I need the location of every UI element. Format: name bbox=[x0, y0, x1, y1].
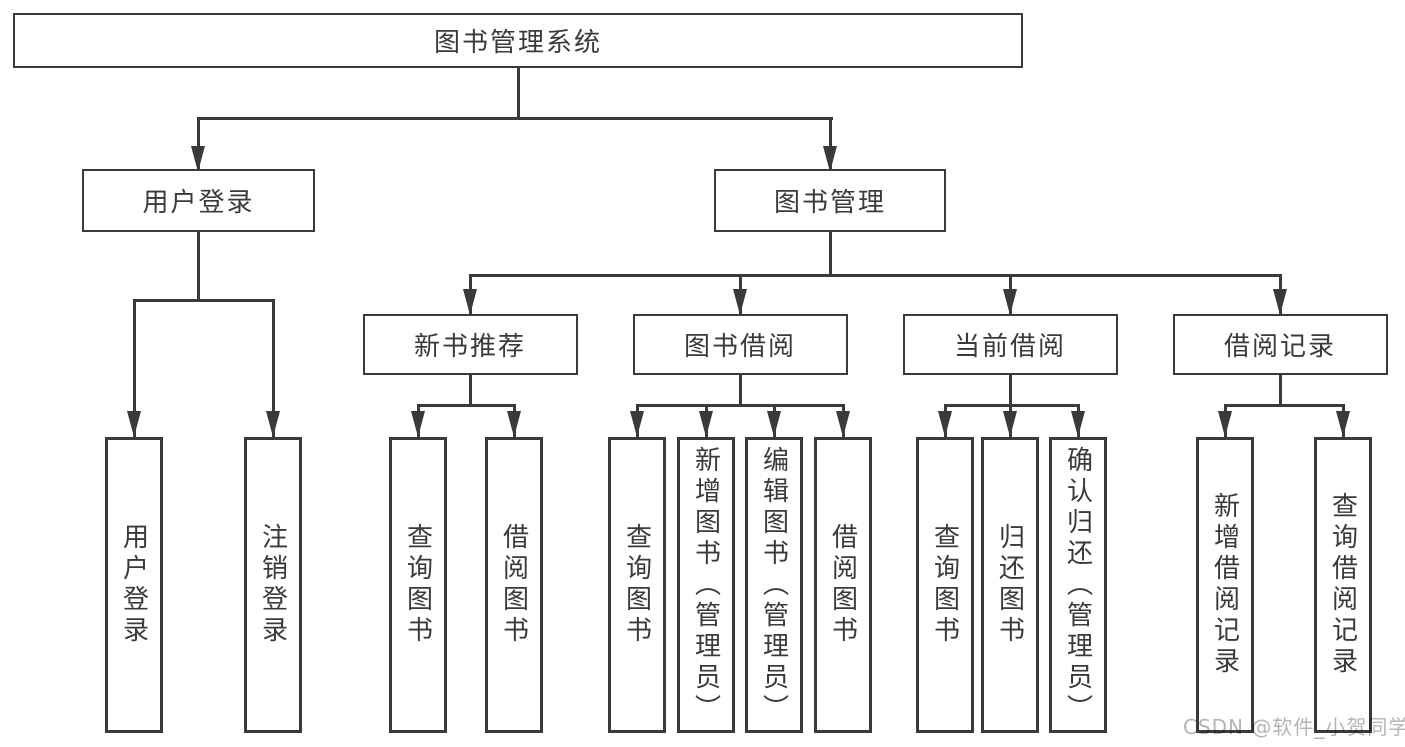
arrowhead-icon bbox=[1003, 289, 1017, 315]
leaf-return-books: 归还图书 bbox=[981, 437, 1039, 733]
connector-line bbox=[271, 298, 275, 437]
arrowhead-icon bbox=[836, 411, 850, 437]
node-new-book-recommendation: 新书推荐 bbox=[362, 314, 578, 375]
node-current-borrowing: 当前借阅 bbox=[902, 314, 1118, 375]
leaf-query-books-current: 查询图书 bbox=[916, 437, 974, 733]
connector-line bbox=[416, 403, 516, 407]
leaf-query-borrow-record: 查询借阅记录 bbox=[1314, 437, 1372, 733]
connector-line bbox=[196, 230, 200, 300]
leaf-logout: 注销登录 bbox=[244, 437, 302, 733]
arrowhead-icon bbox=[127, 411, 141, 437]
connector-line bbox=[516, 66, 520, 119]
connector-line bbox=[196, 117, 833, 120]
connector-line bbox=[1278, 373, 1282, 406]
arrowhead-icon bbox=[733, 289, 747, 315]
watermark: CSDN @软件_小贺同学 bbox=[1183, 715, 1405, 739]
leaf-borrow-books-recommend: 借阅图书 bbox=[485, 437, 543, 733]
arrowhead-icon bbox=[1003, 411, 1017, 437]
connector-line bbox=[468, 373, 472, 406]
connector-line bbox=[828, 230, 832, 275]
connector-line bbox=[1008, 373, 1012, 406]
leaf-add-borrow-record: 新增借阅记录 bbox=[1196, 437, 1254, 733]
arrowhead-icon bbox=[507, 411, 521, 437]
leaf-query-books-recommend: 查询图书 bbox=[389, 437, 447, 733]
connector-line bbox=[1223, 403, 1345, 407]
connector-line bbox=[943, 403, 1080, 407]
leaf-confirm-return-admin: 确认归还（管理员） bbox=[1049, 437, 1107, 733]
connector-line bbox=[196, 117, 200, 172]
connector-line bbox=[738, 373, 742, 406]
arrowhead-icon bbox=[411, 411, 425, 437]
arrowhead-icon bbox=[823, 146, 837, 172]
connector-line bbox=[132, 298, 136, 437]
leaf-add-books-admin: 新增图书（管理员） bbox=[677, 437, 735, 733]
connector-line bbox=[132, 298, 275, 302]
node-book-management: 图书管理 bbox=[714, 169, 946, 232]
arrowhead-icon bbox=[463, 289, 477, 315]
node-borrowing-records: 借阅记录 bbox=[1172, 314, 1388, 375]
arrowhead-icon bbox=[1273, 289, 1287, 315]
node-user-login: 用户登录 bbox=[82, 169, 315, 232]
connector-line bbox=[468, 273, 1282, 277]
leaf-edit-books-admin: 编辑图书（管理员） bbox=[745, 437, 803, 733]
arrowhead-icon bbox=[191, 146, 205, 172]
connector-line bbox=[828, 117, 832, 172]
leaf-borrow-books: 借阅图书 bbox=[814, 437, 872, 733]
connector-line bbox=[635, 403, 845, 407]
arrowhead-icon bbox=[630, 411, 644, 437]
arrowhead-icon bbox=[767, 411, 781, 437]
arrowhead-icon bbox=[699, 411, 713, 437]
arrowhead-icon bbox=[1071, 411, 1085, 437]
arrowhead-icon bbox=[938, 411, 952, 437]
node-book-borrowing: 图书借阅 bbox=[632, 314, 848, 375]
arrowhead-icon bbox=[266, 411, 280, 437]
leaf-user-login: 用户登录 bbox=[105, 437, 163, 733]
leaf-query-books-borrowing: 查询图书 bbox=[608, 437, 666, 733]
arrowhead-icon bbox=[1336, 411, 1350, 437]
node-root-library-system: 图书管理系统 bbox=[13, 13, 1023, 68]
arrowhead-icon bbox=[1218, 411, 1232, 437]
